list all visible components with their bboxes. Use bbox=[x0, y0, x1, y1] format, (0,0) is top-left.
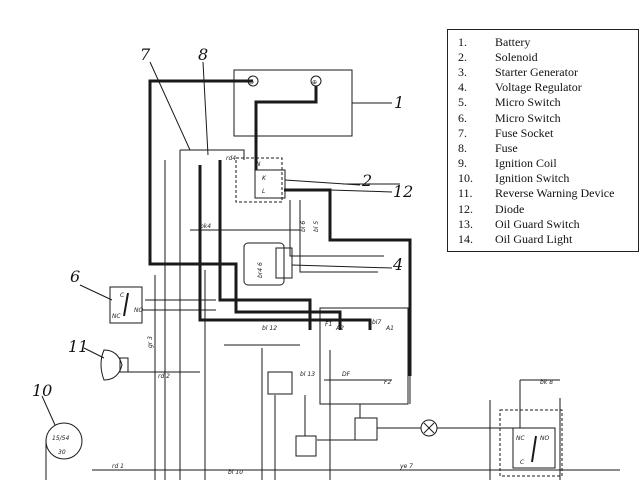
wire-label-bk4: bk4 bbox=[200, 223, 211, 230]
terminal-f2: F2 bbox=[384, 379, 391, 386]
legend-number: 14. bbox=[458, 232, 473, 246]
callout-7: 7 bbox=[140, 45, 151, 64]
legend-number: 2. bbox=[458, 50, 467, 64]
oil-guard-switch bbox=[499, 409, 563, 477]
legend-number: 8. bbox=[458, 141, 467, 155]
reverse-warning-device bbox=[100, 349, 129, 381]
ignition-coil bbox=[267, 371, 317, 457]
callout-10: 10 bbox=[32, 381, 52, 400]
wire-label-bk8: bk 8 bbox=[540, 379, 553, 386]
terminal-a1: A1 bbox=[385, 325, 394, 332]
wire-label-gr3: gr 3 bbox=[147, 336, 154, 348]
legend-label: Ignition Switch bbox=[495, 171, 570, 185]
legend-number: 12. bbox=[458, 202, 473, 216]
terminal-df: DF bbox=[342, 371, 351, 378]
legend-number: 5. bbox=[458, 95, 467, 109]
wire-label-bl10: bl 10 bbox=[228, 469, 243, 476]
terminal-a2: A2 bbox=[335, 325, 344, 332]
micro-switch-left bbox=[109, 286, 143, 324]
legend-label: Reverse Warning Device bbox=[495, 186, 615, 200]
wire-label-rd4: rd4 bbox=[226, 155, 236, 162]
callout-12: 12 bbox=[393, 182, 413, 201]
legend-label: Starter Generator bbox=[495, 65, 578, 79]
callout-11: 11 bbox=[68, 337, 88, 356]
wire-label-bl5: bl 5 bbox=[313, 221, 320, 232]
legend-number: 3. bbox=[458, 65, 467, 79]
legend-number: 13. bbox=[458, 217, 473, 231]
legend-label: Fuse Socket bbox=[495, 126, 554, 140]
legend-number: 7. bbox=[458, 126, 467, 140]
right-switch-nc: NC bbox=[516, 435, 525, 442]
legend-number: 11. bbox=[458, 186, 473, 200]
thin-wires bbox=[45, 149, 620, 480]
callout-2: 2 bbox=[361, 171, 372, 190]
voltage-regulator bbox=[243, 242, 293, 286]
wire-label-bl12: bl 12 bbox=[262, 325, 277, 332]
wire-label-rd2: rd 2 bbox=[158, 373, 170, 380]
wire-label-bl7: bl7 bbox=[372, 319, 381, 326]
legend-number: 9. bbox=[458, 156, 467, 170]
legend-label: Oil Guard Switch bbox=[495, 217, 580, 231]
legend-number: 6. bbox=[458, 111, 467, 125]
legend-label: Oil Guard Light bbox=[495, 232, 573, 246]
callout-8: 8 bbox=[198, 45, 208, 64]
legend-number: 4. bbox=[458, 80, 467, 94]
legend-label: Ignition Coil bbox=[495, 156, 557, 170]
legend: 1. Battery 2. Solenoid 3. Starter Generator… bbox=[447, 29, 639, 252]
heavy-wires bbox=[148, 79, 412, 376]
solenoid-n-label: N bbox=[256, 161, 261, 168]
legend-label: Micro Switch bbox=[495, 95, 561, 109]
legend-label: Fuse bbox=[495, 141, 518, 155]
legend-label: Solenoid bbox=[495, 50, 538, 64]
legend-label: Micro Switch bbox=[495, 111, 561, 125]
wire-label-ye7: ye 7 bbox=[399, 463, 413, 470]
legend-label: Voltage Regulator bbox=[495, 80, 582, 94]
wire-label-bl6: bl 6 bbox=[300, 221, 307, 232]
legend-number: 1. bbox=[458, 35, 467, 49]
legend-label: Battery bbox=[495, 35, 531, 49]
diode bbox=[354, 417, 378, 441]
solenoid bbox=[235, 157, 286, 203]
ignition-label-30: 30 bbox=[58, 449, 66, 456]
callout-leaders bbox=[41, 61, 393, 426]
left-switch-no: NO bbox=[134, 307, 143, 314]
terminal-f1: F1 bbox=[325, 321, 332, 328]
legend-number: 10. bbox=[458, 171, 473, 185]
right-switch-no: NO bbox=[540, 435, 549, 442]
legend-label: Diode bbox=[495, 202, 525, 216]
wire-label-bl13: bl 13 bbox=[300, 371, 315, 378]
solenoid-l-label: L bbox=[262, 188, 265, 195]
battery-plus-label: ⊕ bbox=[312, 79, 317, 86]
left-switch-c: C bbox=[120, 292, 125, 299]
right-switch-c: C bbox=[520, 459, 525, 466]
left-switch-nc: NC bbox=[112, 313, 121, 320]
solenoid-k-label: K bbox=[262, 175, 267, 182]
wire-label-rd1: rd 1 bbox=[112, 463, 124, 470]
callout-1: 1 bbox=[394, 93, 404, 112]
callout-6: 6 bbox=[70, 267, 80, 286]
battery-minus-label: ⊖ bbox=[249, 79, 254, 86]
regulator-wire-label: br4 6 bbox=[257, 262, 264, 278]
callout-4: 4 bbox=[392, 255, 403, 274]
starter-generator bbox=[319, 307, 409, 405]
ignition-label-1554: 15/54 bbox=[52, 435, 69, 442]
